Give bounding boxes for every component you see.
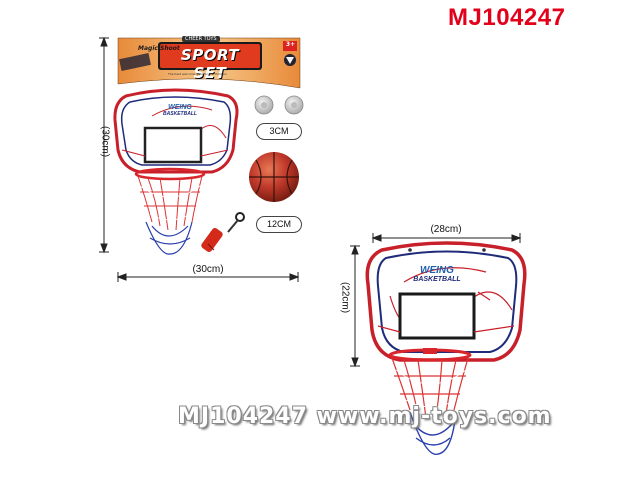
suction-cup-size-label: 3CM bbox=[256, 123, 302, 140]
age-badge: 3+ bbox=[285, 41, 296, 48]
package-height-label: (30cm) bbox=[99, 125, 111, 158]
product-code: MJ104247 bbox=[448, 4, 566, 31]
package-width-dimension bbox=[116, 272, 300, 282]
board-logo: WEING BASKETBALL bbox=[404, 266, 470, 284]
package-tagline: Magic Shoot bbox=[138, 45, 180, 52]
hand-pump bbox=[201, 212, 245, 253]
board-height-label: (22cm) bbox=[339, 281, 351, 314]
package-footer: The best welcome gifts for the children bbox=[168, 72, 227, 76]
package-board-logo-top: WEING bbox=[168, 104, 192, 111]
board-logo-bottom: BASKETBALL bbox=[413, 276, 461, 283]
ball-size-label: 12CM bbox=[256, 216, 302, 233]
package-brand: CHEER TOYS bbox=[182, 36, 220, 42]
suction-cups bbox=[254, 95, 304, 115]
basketball-ball bbox=[249, 152, 299, 202]
package-board-logo-bottom: BASKETBALL bbox=[163, 111, 197, 117]
backboard bbox=[365, 241, 527, 362]
board-width-label: (28cm) bbox=[430, 224, 462, 235]
board-width-dimension bbox=[371, 233, 522, 243]
package-header-card bbox=[117, 37, 301, 89]
package-height-dimension bbox=[99, 36, 109, 254]
package-backboard bbox=[113, 88, 239, 255]
package-title: SPORT SET bbox=[180, 46, 240, 82]
package-width-label: (30cm) bbox=[192, 264, 224, 275]
package-board-logo: WEING BASKETBALL bbox=[156, 104, 204, 118]
board-height-dimension bbox=[350, 244, 360, 368]
watermark: MJ104247 www.mj-toys.com bbox=[178, 404, 552, 429]
rim-and-net bbox=[388, 348, 472, 455]
board-logo-top: WEING bbox=[420, 265, 454, 276]
